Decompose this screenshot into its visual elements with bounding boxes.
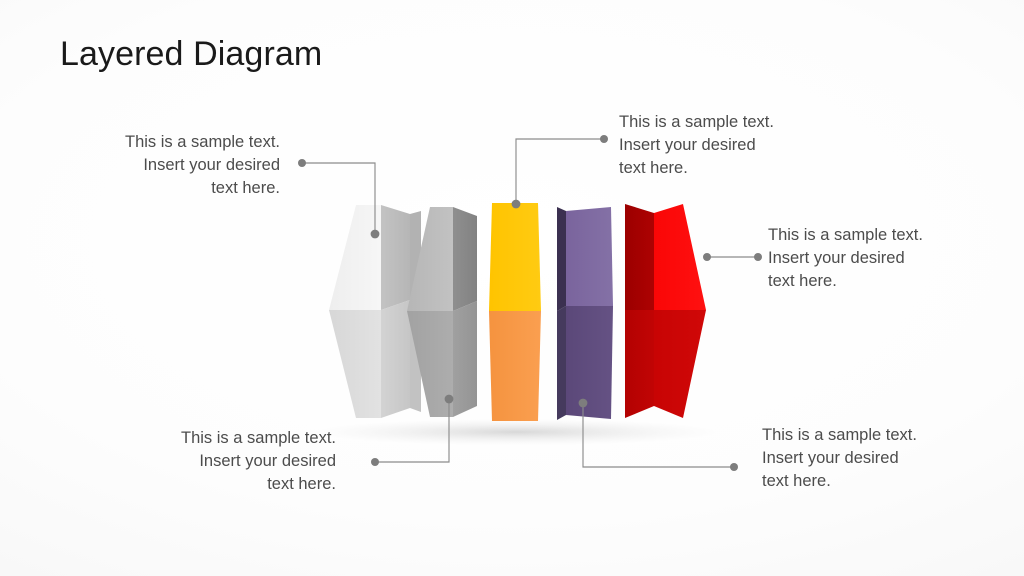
layer-5-side-bottom xyxy=(625,310,654,418)
connector-line-top-right xyxy=(515,138,604,204)
callout-bottom-left: This is a sample text. Insert your desir… xyxy=(181,429,336,493)
layer-5-front-bottom xyxy=(654,310,706,418)
layer-2-gray[interactable] xyxy=(407,207,477,417)
connector-line-bottom-left xyxy=(375,399,450,463)
connector-dot-bottom-right-text xyxy=(730,463,738,471)
layer-2-side-bottom xyxy=(453,301,477,417)
page-title: Layered Diagram xyxy=(60,35,323,73)
layer-2-side-top xyxy=(453,207,477,311)
layer-1-side-top xyxy=(381,205,410,310)
callout-bottom-right: This is a sample text. Insert your desir… xyxy=(762,426,917,490)
connector-dot-group xyxy=(298,135,762,471)
layer-3-front-top xyxy=(489,203,541,311)
connector-dot-middle-right-text xyxy=(754,253,762,261)
connector-dot-bottom-right-shape xyxy=(578,398,588,408)
connector-dot-top-right-text xyxy=(600,135,608,143)
connector-group xyxy=(302,138,758,468)
connector-dot-top-left-text xyxy=(298,159,306,167)
layer-3-front-bottom xyxy=(489,311,541,421)
layer-4-side-top xyxy=(557,207,566,311)
layer-4-front-top xyxy=(566,207,613,306)
layer-1-front-bottom xyxy=(329,310,381,418)
connector-dot-bottom-left-text xyxy=(371,458,379,466)
connector-dot-bottom-left-shape xyxy=(444,394,454,404)
connector-line-bottom-right xyxy=(582,403,734,468)
layer-2-front-bottom xyxy=(407,311,453,417)
callout-top-right: This is a sample text. Insert your desir… xyxy=(619,113,774,177)
connector-line-top-left xyxy=(302,162,376,234)
layer-1-side-bottom xyxy=(381,300,410,418)
layer-5-side-top xyxy=(625,204,654,310)
layer-5-red[interactable] xyxy=(625,204,706,418)
connector-dot-middle-right-shape xyxy=(703,253,711,261)
callout-top-left: This is a sample text. Insert your desir… xyxy=(125,133,280,197)
layer-4-front-bottom xyxy=(566,306,613,419)
layer-4-purple[interactable] xyxy=(557,207,613,420)
layer-1-front-top xyxy=(329,205,381,310)
ground-shadow xyxy=(316,419,716,445)
layer-2-front-top xyxy=(407,207,453,311)
callout-middle-right: This is a sample text. Insert your desir… xyxy=(768,226,923,290)
connector-dot-top-left-shape xyxy=(370,229,380,239)
connector-dot-top-right-shape xyxy=(511,199,521,209)
layer-4-side-bottom xyxy=(557,306,566,420)
layer-3-yellow[interactable] xyxy=(489,203,541,421)
layer-5-front-top xyxy=(654,204,706,310)
